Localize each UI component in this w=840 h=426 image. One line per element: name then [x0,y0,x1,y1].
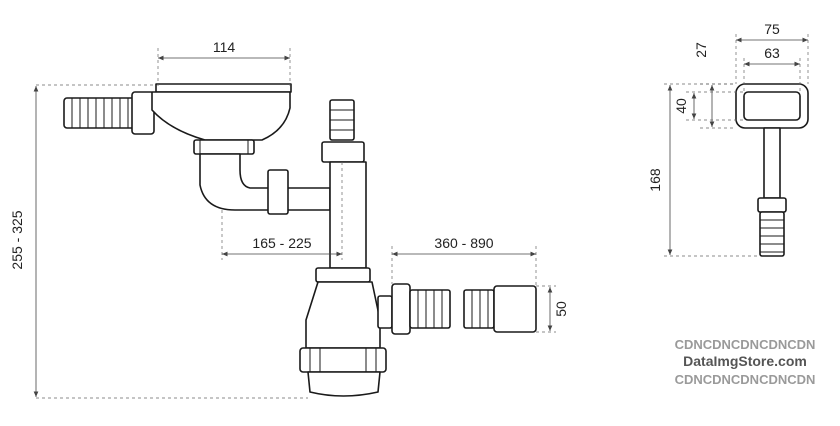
dimension-lines [33,48,556,399]
overflow-dimension-lines [664,34,809,257]
dim-overflow-length: 168 [647,168,663,192]
dim-overflow-depth: 27 [693,42,709,58]
watermark-line-1: CDNCDNCDNCDNCDN [675,337,816,352]
standpipe [315,99,371,283]
dim-hose-length: 360 - 890 [434,235,493,251]
dim-overflow-outer-width: 75 [764,21,780,37]
elbow-pipe [199,153,331,211]
dim-overall-height: 255 - 325 [9,210,25,269]
dim-sink-width: 114 [213,39,236,55]
overflow-fitting [735,83,809,257]
dim-trap-offset: 165 - 225 [252,235,311,251]
dim-overflow-height: 40 [673,98,689,114]
bottle-trap [299,281,387,397]
dim-overflow-inner-width: 63 [764,45,780,61]
siphon-assembly [63,83,537,397]
sink-drain [151,83,292,155]
watermark-line-3: CDNCDNCDNCDNCDN [675,372,816,387]
pipe-coupling [267,169,289,215]
watermark-line-2: DataImgStore.com [683,353,807,369]
overflow-hose-left [63,91,155,135]
outlet-coupling [377,283,451,335]
dim-outlet-diameter: 50 [553,301,569,317]
hose-end [463,285,537,333]
